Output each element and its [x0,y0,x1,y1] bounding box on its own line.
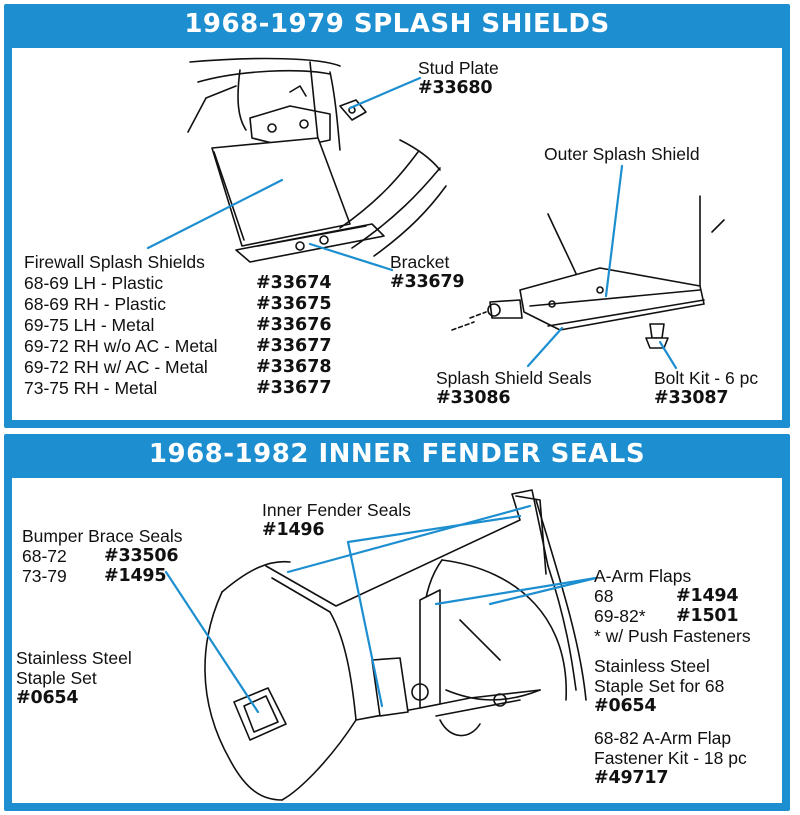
firewall-row: 68-69 RH - Plastic #33675 [24,294,344,315]
bolt-kit-part: #33087 [654,388,729,408]
aarm-row-part: #1501 [676,606,739,626]
aarm-row-desc: 69-82* [594,606,646,626]
firewall-row-desc: 68-69 RH - Plastic [24,294,166,314]
inner-fender-title: 1968-1982 INNER FENDER SEALS [148,439,646,469]
bolt-leader [658,340,678,370]
bracket-label: Bracket [390,252,450,272]
stud-plate-leader [348,76,422,110]
inner-seal-leader-1 [286,504,532,574]
firewall-row-desc: 68-69 LH - Plastic [24,273,164,293]
fastener-kit-line1: 68-82 A-Arm Flap [594,728,732,748]
fastener-kit-part: #49717 [594,768,669,788]
inner-seals-part: #1496 [262,520,325,540]
firewall-row: 68-69 LH - Plastic #33674 [24,273,344,294]
firewall-row-part: #33675 [256,294,332,314]
firewall-row-part: #33676 [256,315,332,335]
bumper-row-part: #1495 [104,566,167,586]
staple-set-part: #0654 [16,688,79,708]
firewall-row: 73-75 RH - Metal #33677 [24,378,344,399]
staple-set-line2: Staple Set [16,668,97,688]
inner-fender-illustration [204,489,587,801]
staple-set-line1: Stainless Steel [16,648,132,668]
splash-shields-panel: 1968-1979 SPLASH SHIELDS [4,4,790,428]
splash-shields-body [12,48,782,420]
firewall-row-desc: 69-72 RH w/o AC - Metal [24,336,218,356]
firewall-row-desc: 69-72 RH w/ AC - Metal [24,357,208,377]
firewall-row-desc: 73-75 RH - Metal [24,378,158,398]
bumper-leader [164,570,260,714]
staple-68-line1: Stainless Steel [594,656,710,676]
outer-shield-label: Outer Splash Shield [544,144,700,164]
outer-splash-shield-illustration [451,195,725,349]
inner-fender-panel: 1968-1982 INNER FENDER SEALS [4,434,790,811]
seals-leader [526,326,564,368]
firewall-row-part: #33678 [256,357,332,377]
seals-part: #33086 [436,388,511,408]
firewall-row: 69-75 LH - Metal #33676 [24,315,344,336]
firewall-row: 69-72 RH w/o AC - Metal #33677 [24,336,344,357]
outer-shield-leader [604,164,624,298]
stud-plate-label: Stud Plate [418,58,499,78]
firewall-row-part: #33674 [256,273,332,293]
fastener-kit-line2: Fastener Kit - 18 pc [594,748,747,768]
staple-68-line2: Staple Set for 68 [594,676,725,696]
firewall-row-part: #33677 [256,336,332,356]
inner-seals-label: Inner Fender Seals [262,500,411,520]
firewall-illustration [187,57,447,263]
bolt-kit-label: Bolt Kit - 6 pc [654,368,759,388]
stud-plate-part: #33680 [418,78,493,98]
bumper-heading: Bumper Brace Seals [22,526,183,546]
aarm-heading: A-Arm Flaps [594,566,692,586]
bumper-row-part: #33506 [104,546,179,566]
aarm-row-part: #1494 [676,586,739,606]
bumper-row-desc: 73-79 [22,566,67,586]
bracket-leader [308,242,394,272]
firewall-leader [146,178,284,250]
inner-seal-leader-3 [346,540,384,708]
inner-seal-leader-2 [346,514,522,544]
firewall-row-desc: 69-75 LH - Metal [24,315,155,335]
firewall-heading: Firewall Splash Shields [24,252,205,272]
aarm-leader-2 [488,576,598,606]
splash-shields-title: 1968-1979 SPLASH SHIELDS [184,9,610,39]
staple-68-part: #0654 [594,696,657,716]
seals-label: Splash Shield Seals [436,368,592,388]
bumper-row-desc: 68-72 [22,546,67,566]
firewall-row: 69-72 RH w/ AC - Metal #33678 [24,357,344,378]
firewall-row-part: #33677 [256,378,332,398]
aarm-note: * w/ Push Fasteners [594,626,751,646]
inner-fender-body [12,478,782,803]
aarm-row-desc: 68 [594,586,614,606]
bracket-part: #33679 [390,272,465,292]
aarm-leader-1 [434,576,598,606]
